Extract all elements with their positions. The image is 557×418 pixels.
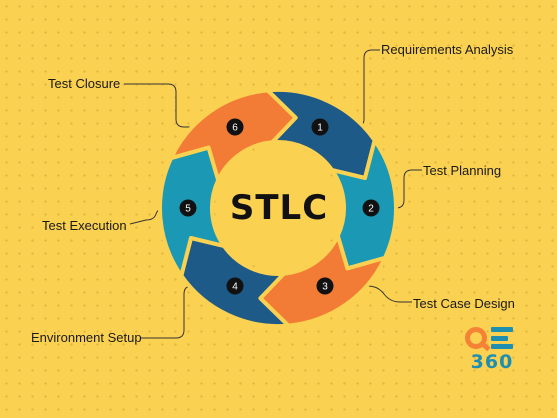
stage-badges: 1 2 3 4 5 6 bbox=[179, 118, 380, 295]
stage-badge-5 bbox=[179, 199, 197, 217]
stage-badge-4 bbox=[226, 277, 244, 295]
stage-number-4: 4 bbox=[232, 282, 238, 293]
stage-badge-1 bbox=[311, 118, 329, 136]
stage-badge-6 bbox=[226, 118, 244, 136]
connector-line-2 bbox=[379, 169, 422, 209]
stage-number-1: 1 bbox=[317, 123, 323, 134]
stage-badge-3 bbox=[316, 277, 334, 295]
stage-number-2: 2 bbox=[368, 204, 374, 215]
connector-line-6 bbox=[124, 83, 227, 128]
stage-number-5: 5 bbox=[185, 204, 191, 215]
stage-label-6: Test Closure bbox=[48, 76, 121, 91]
diagram-title: STLC bbox=[229, 188, 329, 228]
stage-label-5: Test Execution bbox=[42, 218, 127, 233]
center-disc bbox=[216, 146, 340, 270]
logo-e-mark bbox=[491, 327, 513, 349]
stage-label-4: Environment Setup bbox=[31, 330, 142, 345]
logo-q-mark bbox=[465, 327, 487, 349]
stage-label-3: Test Case Design bbox=[413, 296, 515, 311]
stage-number-3: 3 bbox=[322, 282, 328, 293]
stage-badge-2 bbox=[362, 199, 380, 217]
stage-label-1: Requirements Analysis bbox=[381, 42, 514, 57]
logo-number: 360 bbox=[470, 351, 514, 373]
stage-number-6: 6 bbox=[232, 123, 238, 134]
connector-line-3 bbox=[333, 285, 412, 303]
stage-label-2: Test Planning bbox=[423, 163, 502, 178]
